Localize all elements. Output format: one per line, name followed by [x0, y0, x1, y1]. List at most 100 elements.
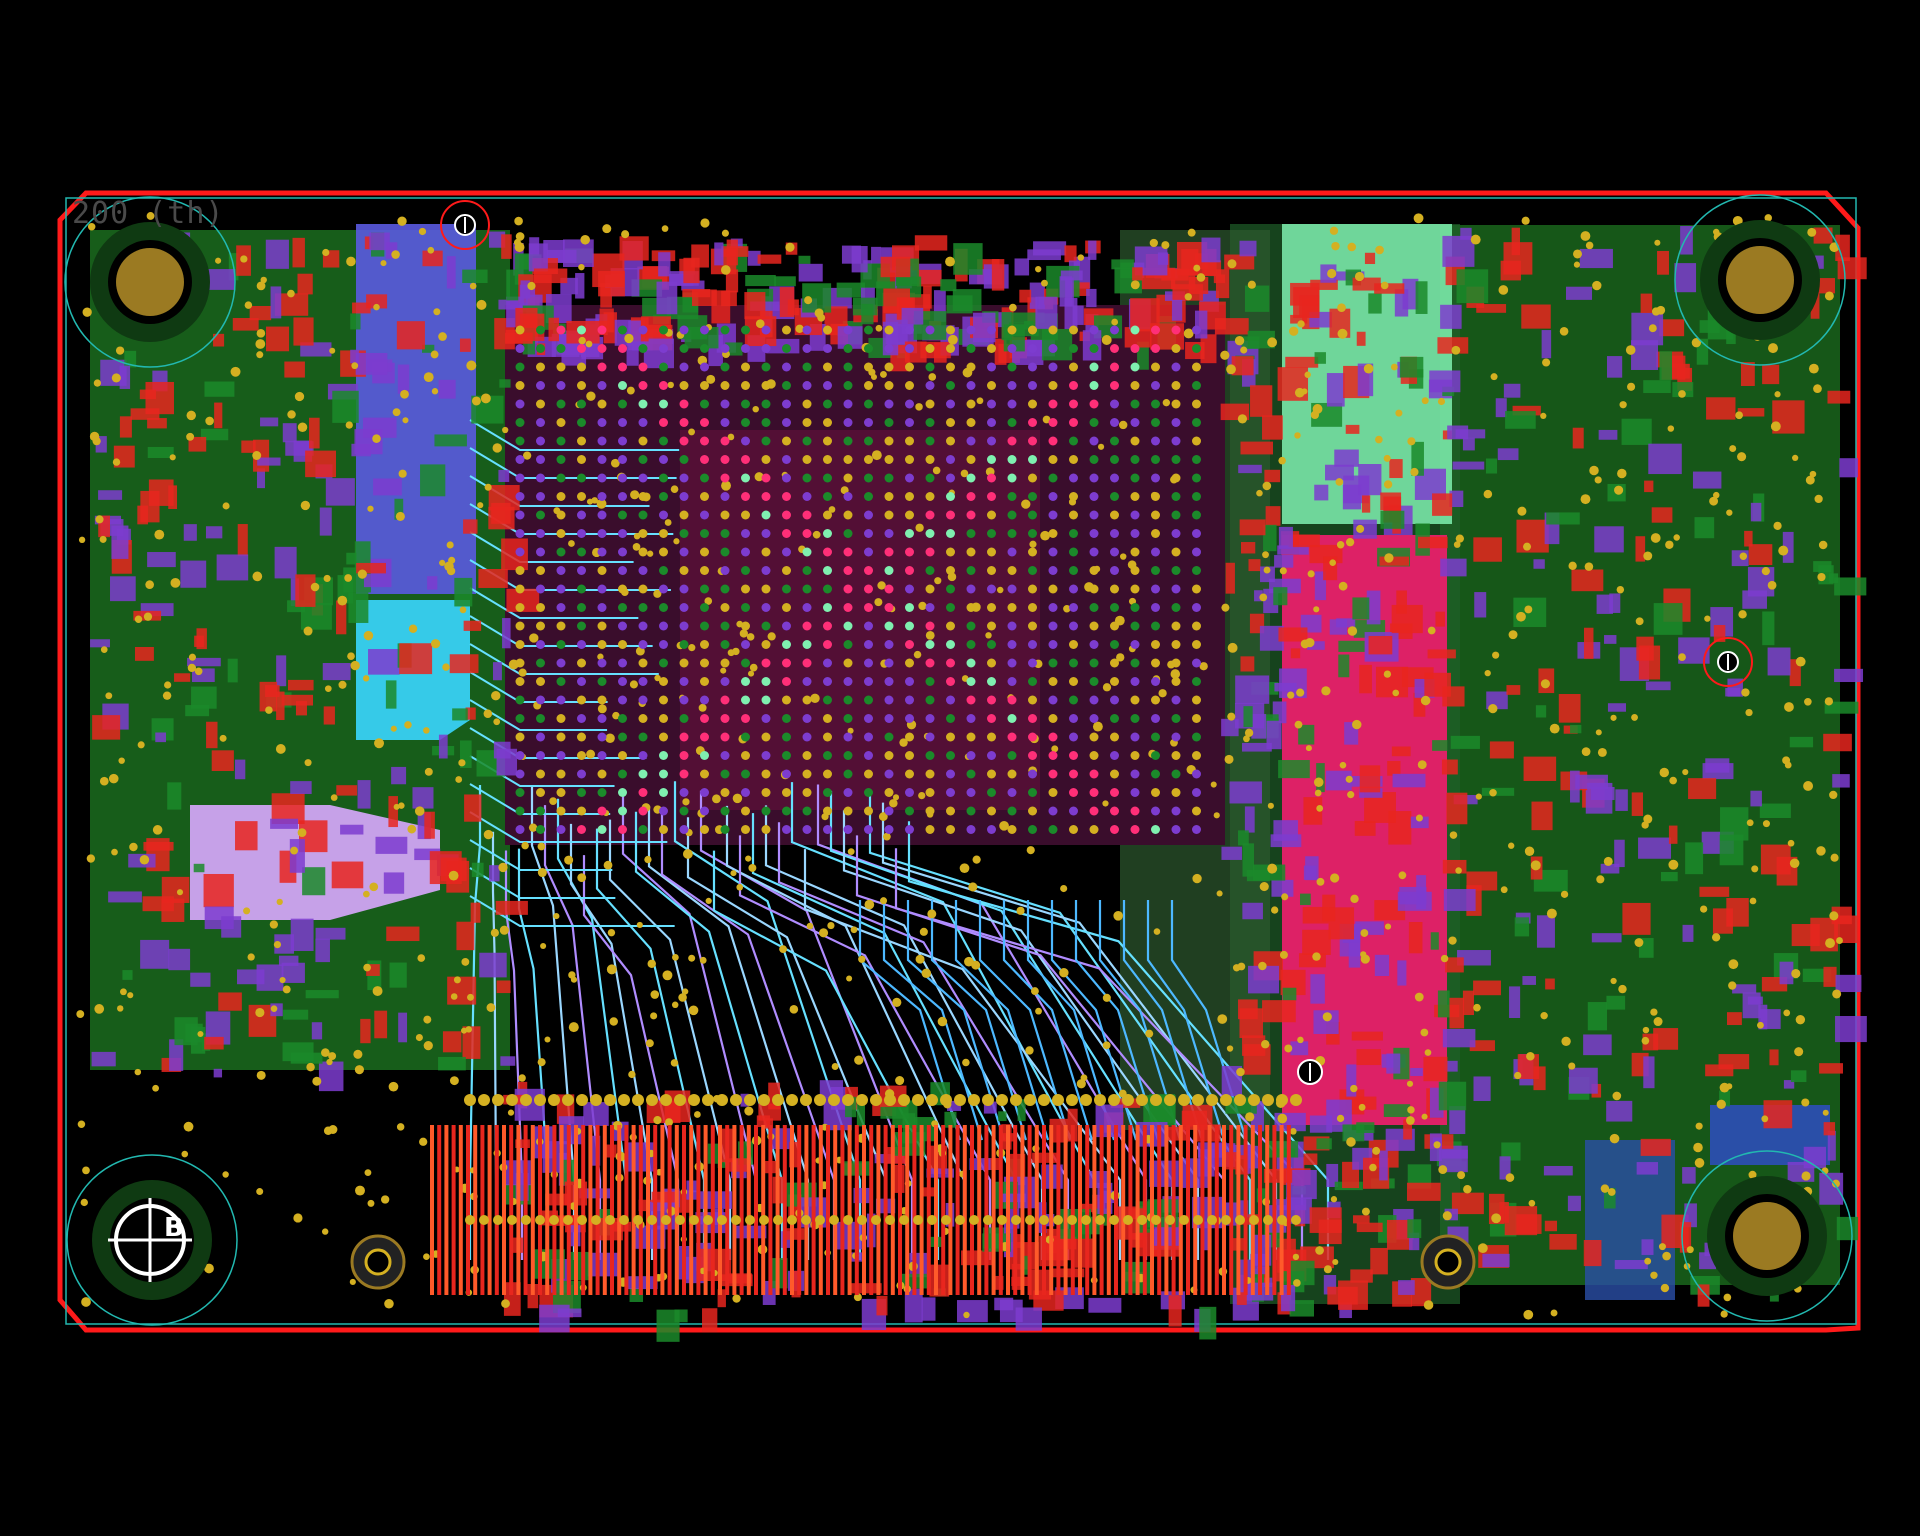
via — [1358, 1103, 1366, 1111]
bga-ball — [679, 418, 689, 427]
smd-pad — [1648, 443, 1682, 475]
bga-ball — [843, 769, 853, 779]
via — [1263, 566, 1271, 574]
bga-ball — [556, 510, 566, 520]
smd-pad — [557, 333, 571, 344]
via — [535, 1215, 545, 1225]
smd-pad — [1744, 530, 1753, 547]
via — [256, 1188, 264, 1196]
bga-ball — [761, 362, 771, 372]
bga-ball — [679, 806, 689, 816]
bga-ball — [679, 566, 689, 575]
bga-ball — [618, 418, 627, 427]
bga-ball — [761, 621, 771, 631]
mounting-hole-icon[interactable] — [1674, 194, 1846, 366]
smd-pad — [1444, 1060, 1458, 1072]
smd-pad — [1638, 837, 1672, 859]
via — [1363, 363, 1374, 374]
via — [1297, 320, 1305, 328]
smd-pad — [1290, 648, 1301, 659]
bga-ball — [987, 325, 996, 335]
bga-ball — [1151, 418, 1160, 427]
bga-ball — [761, 695, 771, 705]
via — [1276, 1094, 1288, 1106]
bga-ball — [1028, 640, 1037, 649]
bga-ball — [966, 325, 976, 335]
via — [1829, 911, 1839, 921]
via — [1641, 1036, 1650, 1045]
via — [1310, 410, 1320, 420]
smd-pad — [1334, 449, 1359, 467]
via — [439, 559, 446, 567]
smd-pad — [183, 524, 197, 541]
bga-ball — [1151, 455, 1160, 464]
via — [1832, 989, 1842, 999]
smd-pad — [998, 1111, 1007, 1122]
smd-pad — [1172, 284, 1203, 301]
via — [279, 976, 286, 984]
bga-ball — [1110, 825, 1119, 834]
bga-ball — [556, 455, 566, 464]
bga-ball — [618, 325, 627, 335]
via — [1052, 1094, 1064, 1106]
smd-pad — [315, 927, 346, 940]
via — [1294, 387, 1305, 398]
bga-ball — [1171, 381, 1181, 390]
via — [1415, 814, 1423, 822]
bga-ball — [536, 714, 545, 723]
bga-ball — [1192, 362, 1201, 372]
via — [1307, 570, 1315, 578]
bga-ball — [802, 603, 812, 612]
bga-ball — [536, 473, 545, 483]
bga-ball — [1110, 788, 1119, 797]
via — [1643, 814, 1653, 824]
mounting-hole-icon[interactable] — [64, 196, 236, 368]
drill-target-icon[interactable] — [1420, 1234, 1476, 1290]
bga-ball — [946, 566, 955, 575]
via — [1118, 420, 1128, 430]
smd-pad — [1587, 1002, 1608, 1031]
smd-pad — [1430, 932, 1439, 950]
smd-pad — [1326, 1163, 1339, 1188]
bga-ball — [700, 806, 709, 816]
drill-target-icon[interactable] — [1297, 1059, 1323, 1085]
via — [700, 218, 710, 228]
mounting-hole-icon[interactable] — [1681, 1150, 1853, 1322]
bga-ball — [925, 658, 935, 668]
bga-ball — [905, 714, 914, 723]
bga-ball — [884, 714, 894, 723]
bga-ball — [1110, 455, 1119, 464]
bga-ball — [577, 621, 586, 631]
smd-pad — [1506, 685, 1521, 695]
via — [664, 519, 672, 526]
via — [1136, 1094, 1148, 1106]
smd-pad — [1310, 974, 1325, 1004]
bga-ball — [1130, 621, 1140, 631]
via — [471, 396, 481, 406]
bga-ball — [1130, 344, 1140, 353]
smd-pad — [281, 962, 305, 983]
drill-target-icon[interactable] — [1703, 637, 1753, 687]
via — [1398, 871, 1407, 880]
via — [779, 945, 787, 954]
via — [1757, 1021, 1764, 1029]
smd-pad — [658, 252, 671, 277]
via — [1216, 890, 1223, 897]
bga-ball — [1089, 473, 1099, 483]
bga-ball — [741, 566, 750, 575]
bga-ball — [597, 769, 607, 779]
drill-target-icon[interactable] — [350, 1234, 406, 1290]
smd-pad — [1086, 288, 1097, 308]
smd-pad — [1473, 980, 1501, 996]
via — [1294, 432, 1301, 439]
via — [1420, 1028, 1429, 1037]
bga-ball — [1069, 751, 1078, 760]
bga-ball — [884, 436, 894, 446]
via — [306, 1062, 315, 1072]
fiducial-icon[interactable]: B — [108, 1198, 192, 1282]
via — [1060, 884, 1068, 893]
smd-pad — [1015, 1234, 1025, 1248]
drill-target-icon[interactable] — [440, 200, 490, 250]
via — [222, 1171, 229, 1178]
